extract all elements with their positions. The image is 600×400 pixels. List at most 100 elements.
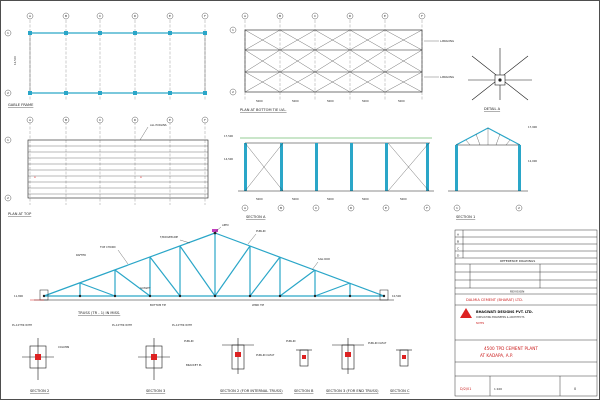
sec-1-bubbles: 1 2 (453, 204, 523, 212)
section-3-end-detail: PURLIN CLEAT SECTION 3 (FOR END TRUSS) (326, 338, 387, 393)
rafter-label: RAFTER (76, 253, 86, 257)
client-name: DALMIA CEMENT (BHARAT) LTD. (466, 298, 523, 302)
sag-rod-label: SAG ROD (318, 257, 330, 261)
section-c-detail: SECTION C (390, 349, 412, 393)
level-b-label: 14,500 (224, 157, 233, 161)
dim-bay-2: 5000 (292, 99, 299, 103)
grid-label-a: A (29, 118, 32, 122)
level-f-label: 17,900 (528, 125, 537, 129)
detail-col-label: COLUMN (58, 345, 69, 349)
level-d-label: 10,500 (392, 294, 401, 298)
level-a-label: 17,500 (224, 134, 233, 138)
plan-top-view: A B C D E F 1 2 ALL PURLINS A A PLAN AT … (4, 116, 209, 216)
sec-a-dim-3: 5000 (327, 197, 334, 201)
section-1-title: SECTION 1 (456, 215, 475, 219)
drawing-rev: 0 (574, 387, 576, 391)
purlin-note: ALL PURLINS (150, 123, 167, 127)
consultant-name: BHAGWATI DESIGNS PVT. LTD. (476, 310, 533, 314)
section-2-detail: PL-12THK WITH COLUMN SECTION 2 (12, 323, 69, 393)
grid-label-c: C (315, 206, 317, 210)
detail-note-8: PURLIN CLEAT (368, 341, 387, 345)
rev-a: A (457, 233, 460, 237)
section-c-title: SECTION C (390, 389, 410, 393)
dim-bay-1: 5000 (256, 99, 263, 103)
bottom-details: PL-12THK WITH COLUMN SECTION 2 PL-12THK … (12, 323, 412, 393)
grid-label-f: F (426, 206, 428, 210)
section-b-detail: PURLIN SECTION B (286, 339, 314, 393)
sec-a-grid-bubbles: A B C D E F (241, 204, 431, 212)
grid-label-a: A (244, 206, 247, 210)
gusset-label: GUSSET (140, 286, 151, 290)
dim-bay-4: 5000 (362, 99, 369, 103)
dim-bay-5: 5000 (398, 99, 405, 103)
project-line-2: AT KADAPA, A.P. (480, 353, 513, 358)
gable-frame-view: A B C D E F 1 2 12,500 GABLE FRAME (4, 12, 209, 107)
wind-tie-label: WIND TIE (252, 303, 264, 307)
section-a-title: SECTION A (246, 215, 266, 219)
top-chord-label: TOP CHORD (100, 245, 116, 249)
grid-label-f: F (204, 118, 206, 122)
sec-a-dim-4: 5000 (362, 197, 369, 201)
plan-top-grid-bubbles: A B C D E F 1 2 (4, 116, 209, 202)
grid-label-e: E (384, 14, 386, 18)
rev-d: D (457, 254, 460, 258)
row-label-2: 2 (518, 206, 520, 210)
grid-label-a: A (244, 14, 247, 18)
row-label-2: 2 (232, 90, 234, 94)
grid-label-d: D (350, 206, 353, 210)
grid-label-e: E (169, 14, 171, 18)
plan-bottom-tie-view: A B C D E F 1 2 L-BRACING L-BRACING 5000… (229, 12, 454, 112)
detail-note-1: PL-12THK WITH (12, 323, 32, 327)
section-3-detail: PL-12THK WITH PL-12THK WITH SECTION 3 (112, 323, 192, 393)
grid-label-a: A (29, 14, 32, 18)
grid-label-d: D (134, 14, 137, 18)
gable-frame-title: GABLE FRAME (8, 103, 34, 107)
bracing-note-1: L-BRACING (440, 39, 454, 43)
section-3-title: SECTION 3 (146, 389, 165, 393)
section-a-view: 17,500 14,500 5000 5000 5000 5000 5000 A… (224, 134, 434, 219)
sec-a-dim-2: 5000 (292, 197, 299, 201)
sec-a-dim-5: 5000 (400, 197, 407, 201)
bot-tie-label: BOTTOM TIE (150, 303, 166, 307)
grid-label-b: B (280, 206, 282, 210)
reference-heading: REFERENCE DRAWINGS (500, 259, 535, 263)
grid-label-c: C (99, 14, 101, 18)
section-3-end-title: SECTION 3 (FOR END TRUSS) (326, 389, 379, 393)
detail-note-5: BRACKET PL (186, 363, 202, 367)
grid-label-b: B (65, 14, 67, 18)
grid-label-c: C (314, 14, 316, 18)
notes-heading: NOTES (476, 322, 485, 325)
ridge-label: T/RIDGEPLINE (160, 235, 178, 239)
consultant-logo-icon (460, 308, 472, 318)
revision-heading: REVISION (510, 290, 524, 294)
grid-label-d: D (134, 118, 137, 122)
grid-label-f: F (204, 14, 206, 18)
dim-bay-3: 5000 (327, 99, 334, 103)
grid-label-b: B (65, 118, 67, 122)
drawing-scale: 1:100 (494, 387, 502, 391)
grid-label-c: C (99, 118, 101, 122)
gable-height-dim: 12,500 (13, 56, 17, 65)
grid-label-f: F (421, 14, 423, 18)
rev-b: B (457, 240, 459, 244)
rev-c: C (457, 247, 459, 251)
level-e-label: 11,800 (14, 294, 23, 298)
sec-a-dim-1: 5000 (256, 197, 263, 201)
purlin-label: PURLIN (256, 229, 265, 233)
section-2-internal-title: SECTION 2 (FOR INTERNAL TRUSS) (220, 389, 283, 393)
grid-label-e: E (385, 206, 387, 210)
consultant-tag: CONSULTING ENGINEERS & ARCHITECTS (476, 316, 525, 319)
bracing-note-2: L-BRACING (440, 75, 454, 79)
apex-label: APEX (222, 223, 229, 227)
detail-a-view: DETAIL A (468, 48, 532, 111)
title-block: A B C D REFERENCE DRAWINGS REVISION DALM… (454, 229, 598, 397)
section-b-title: SECTION B (294, 389, 314, 393)
row-label-1: 1 (232, 28, 234, 32)
grid-label-d: D (349, 14, 352, 18)
plan-top-title: PLAN AT TOP (8, 212, 32, 216)
plan-bottom-grid-bubbles: A B C D E F 1 2 (229, 12, 426, 96)
drawing-number: D/2/01 (460, 387, 471, 391)
red-mark-1: A (34, 175, 36, 179)
red-mark-2: A (140, 175, 142, 179)
